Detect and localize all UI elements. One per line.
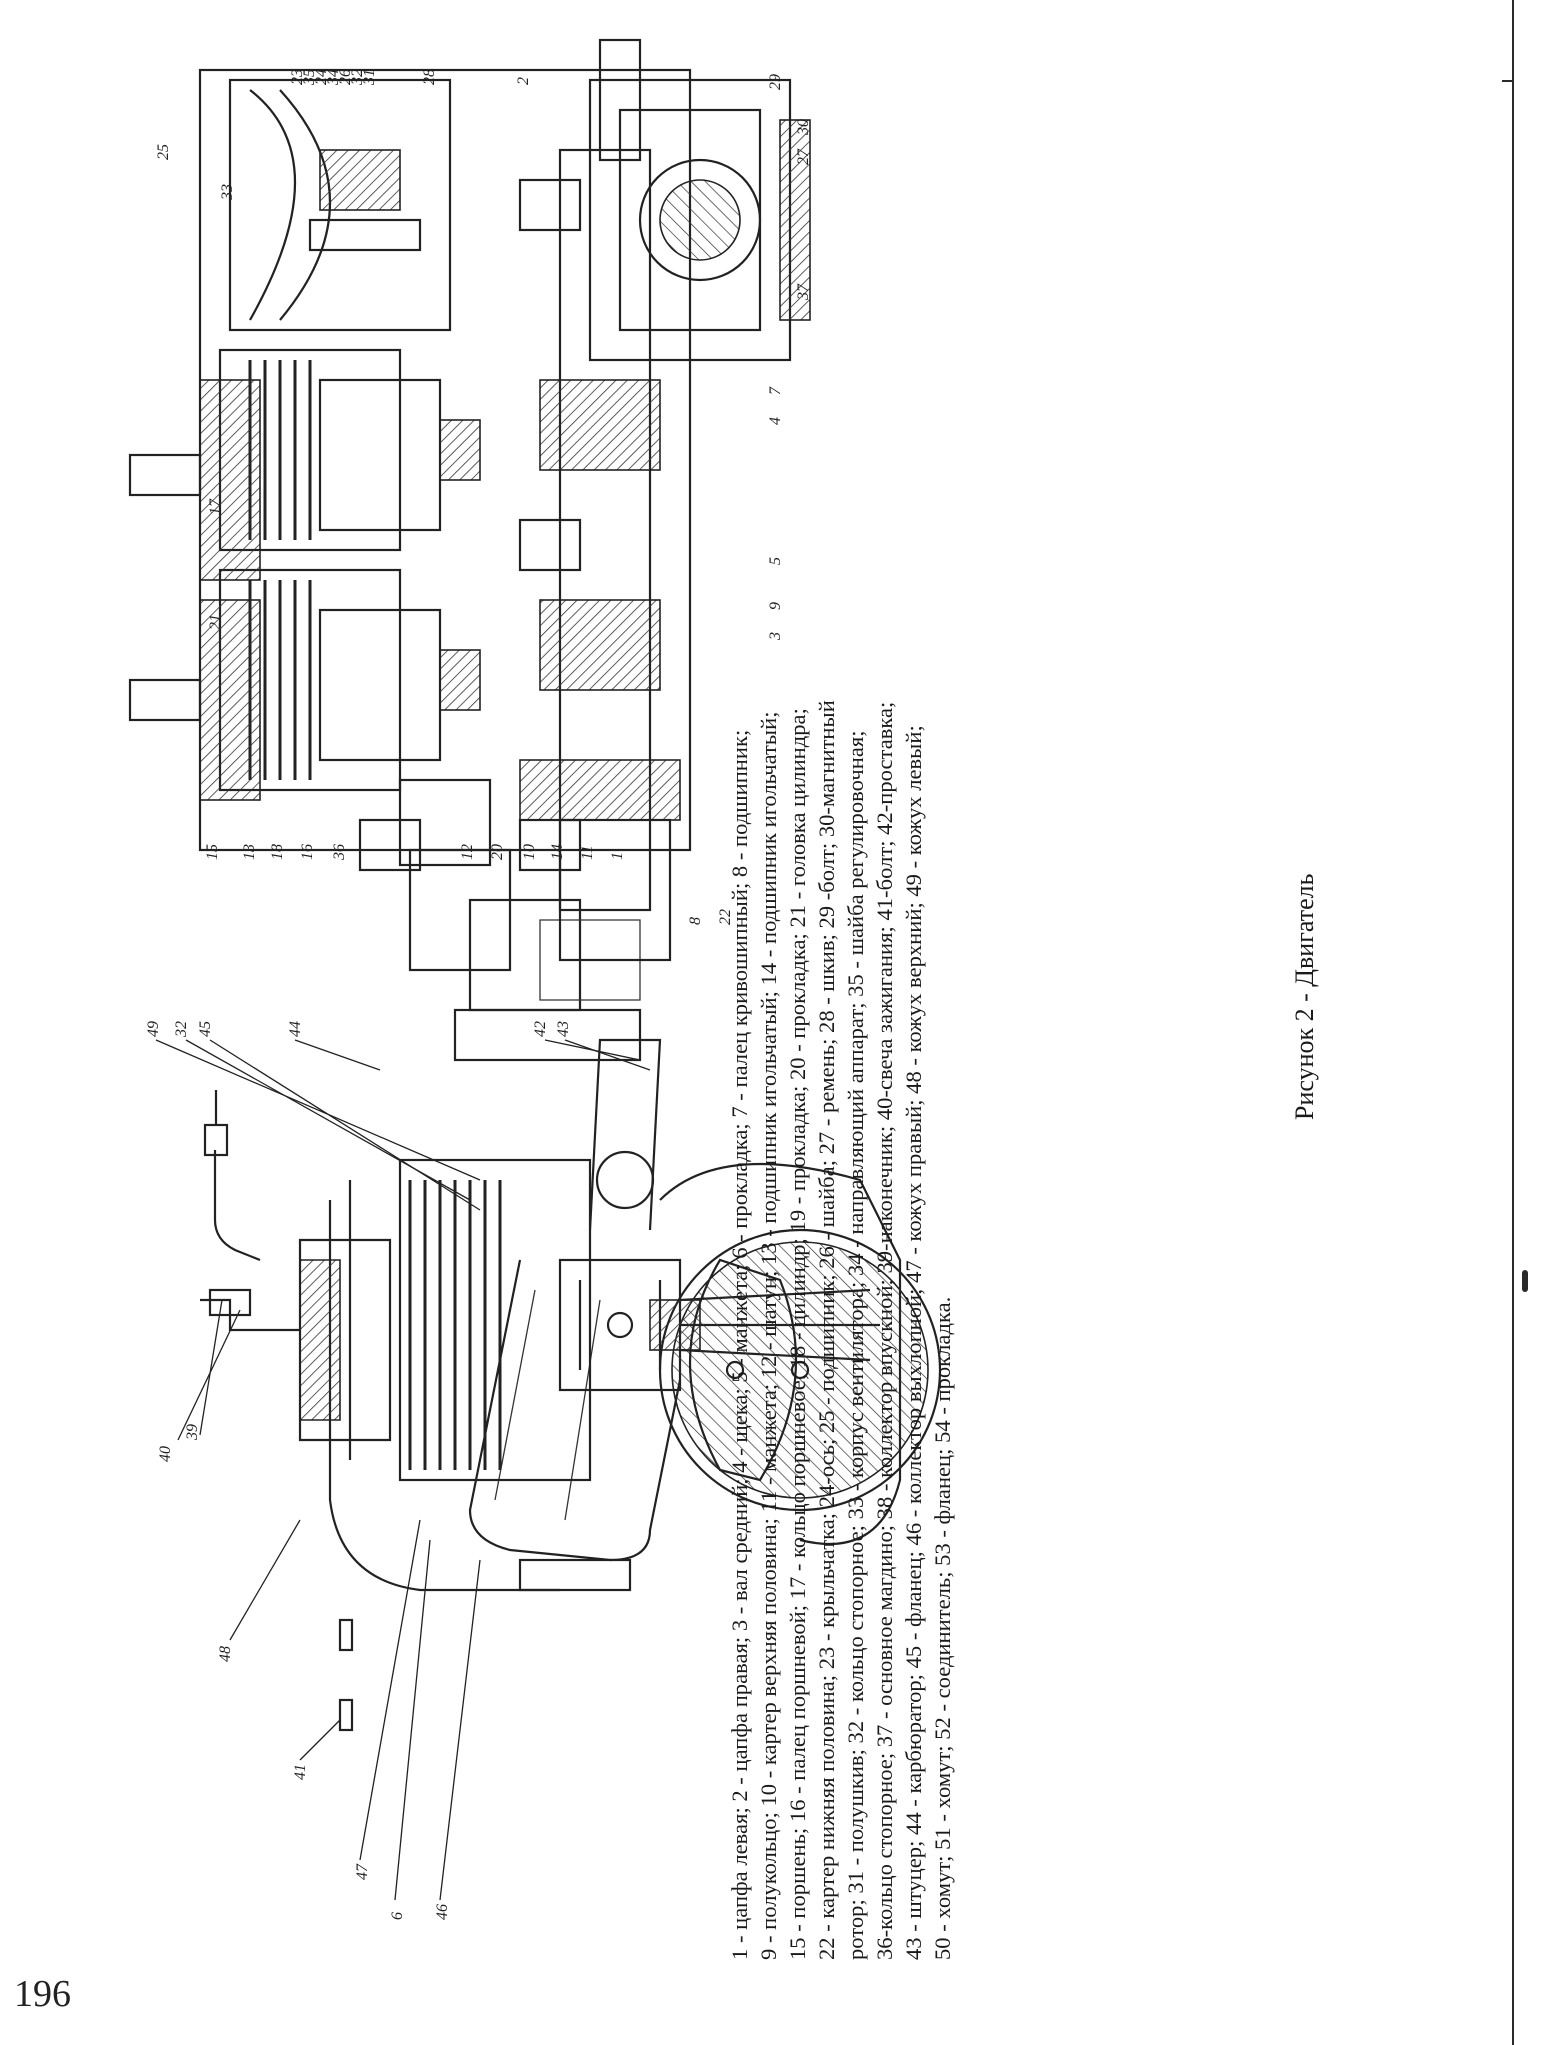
- callout-label: 7: [767, 386, 784, 395]
- callout-label: 12: [459, 844, 476, 860]
- legend-line: 22 - картер нижняя половина; 23 - крыльч…: [814, 700, 839, 1960]
- callout-label: 8: [687, 917, 704, 925]
- page-number: 196: [14, 1973, 71, 2015]
- callout-label: 43: [555, 1021, 572, 1037]
- callout-label: 23: [289, 69, 306, 85]
- cylinder-fins: [408, 1180, 502, 1470]
- callout-label: 10: [521, 844, 538, 860]
- legend-line: ротор; 31 - полушкив; 32 - кольцо стопор…: [843, 730, 868, 1960]
- callout-label: 15: [204, 844, 221, 860]
- callout-label: 48: [217, 1646, 234, 1662]
- callout-label: 11: [579, 845, 596, 860]
- callout-label: 28: [421, 69, 438, 85]
- callout-label: 34: [325, 69, 342, 86]
- callout-label: 49: [145, 1021, 162, 1037]
- callout-label: 29: [767, 74, 784, 90]
- engine-longitudinal-section: [128, 38, 811, 962]
- legend-line: 15 - поршень; 16 - палец поршневой; 17 -…: [785, 708, 810, 1960]
- legend-line: 1 - цапфа левая; 2 - цапфа правая; 3 - в…: [727, 729, 752, 1960]
- callout-label: 9: [767, 602, 784, 610]
- legend-region: 1 - цапфа левая; 2 - цапфа правая; 3 - в…: [725, 0, 1245, 2045]
- callout-label: 42: [532, 1021, 549, 1037]
- right-edge-mark: [1522, 1270, 1528, 1292]
- figure-caption: Рисунок 2 - Двигатель: [1290, 873, 1319, 1120]
- callout-label: 31: [361, 69, 378, 86]
- callout-label: 13: [241, 844, 258, 860]
- legend-line: 43 - штуцер; 44 - карбюратор; 45 - флане…: [901, 725, 926, 1960]
- callout-label: 1: [609, 852, 626, 860]
- callout-label: 16: [299, 844, 316, 860]
- callout-label: 47: [354, 1863, 371, 1880]
- callout-label: 30: [795, 119, 812, 136]
- left-view-callouts: 40 39 48 41 47 6 46 49 32 45 44 42 43: [145, 1021, 651, 1920]
- right-edge-line: [1512, 0, 1514, 2045]
- callout-label: 3: [767, 632, 784, 641]
- callout-label: 44: [287, 1021, 304, 1037]
- callout-label: 40: [157, 1446, 174, 1462]
- callout-label: 45: [197, 1021, 214, 1037]
- engine-side-view: [200, 778, 942, 1732]
- callout-label: 32: [349, 69, 366, 86]
- callout-label: 26: [337, 69, 354, 85]
- callout-label: 6: [389, 1912, 406, 1920]
- legend-line: 36-кольцо стопорное; 37 - основное магди…: [872, 701, 897, 1960]
- legend-text: 1 - цапфа левая; 2 - цапфа правая; 3 - в…: [725, 80, 1015, 1960]
- callout-label: 37: [795, 283, 812, 301]
- callout-label: 33: [219, 184, 236, 201]
- callout-label: 25: [155, 144, 172, 160]
- callout-label: 36: [331, 844, 348, 861]
- legend-line: 50 - хомут; 51 - хомут; 52 - соединитель…: [930, 1296, 955, 1960]
- callout-label: 35: [301, 69, 318, 86]
- callout-label: 27: [795, 148, 812, 165]
- callout-label: 46: [434, 1904, 451, 1920]
- callout-label: 32: [173, 1021, 190, 1038]
- right-view-callouts: 15 13 18 16 36 21 17 12 20 10 14 11 1 8 …: [155, 69, 812, 925]
- callout-label: 18: [269, 844, 286, 860]
- legend-line: 9 - полукольцо; 10 - картер верхняя поло…: [756, 711, 781, 1960]
- callout-label: 20: [489, 844, 506, 860]
- callout-label: 14: [549, 844, 566, 860]
- callout-label: 24: [313, 69, 330, 85]
- callout-label: 2: [515, 77, 532, 85]
- callout-label: 39: [184, 1424, 201, 1441]
- callout-label: 5: [767, 557, 784, 565]
- callout-label: 41: [292, 1764, 309, 1780]
- right-edge-tick: [1502, 80, 1512, 82]
- callout-label: 22: [717, 909, 734, 925]
- callout-label: 4: [767, 417, 784, 425]
- callout-label: 21: [207, 614, 224, 630]
- callout-label: 17: [207, 498, 224, 515]
